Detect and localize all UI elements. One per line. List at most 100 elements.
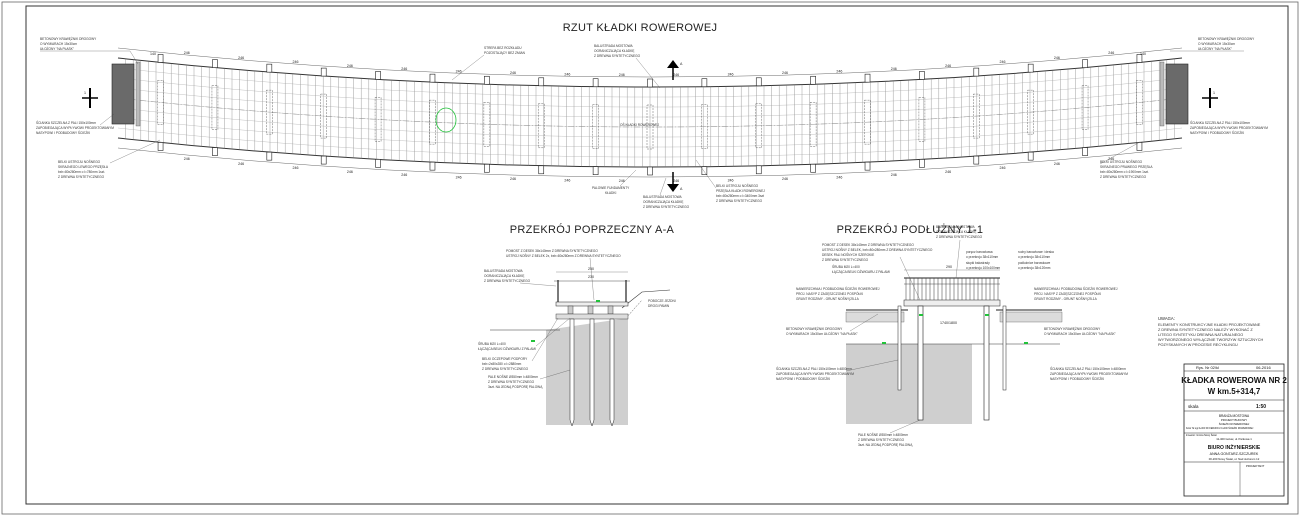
- span-dim-top: 246: [401, 67, 407, 71]
- cross-note-bolt: ŚRUBA M20 L=400 ŁĄCZĄCA BELKI DŹWIGARU Z…: [478, 317, 571, 351]
- svg-text:bxh=80x280mm o l=780mm 1szt.: bxh=80x280mm o l=780mm 1szt.: [58, 170, 105, 174]
- svg-text:LITEGO SYNTETYKU DREWNA NATURA: LITEGO SYNTETYKU DREWNA NATURALNEGO: [1158, 333, 1243, 337]
- rail-post-top: [647, 78, 653, 88]
- bridge-plan: 2462462462462462462462462462462462462462…: [82, 47, 1218, 192]
- svg-text:o przekroju 38x120mm: o przekroju 38x120mm: [1018, 266, 1051, 270]
- span-dim-bottom: 246: [836, 175, 842, 179]
- svg-text:ZAPOBIEGAJĄCA WYPŁYWOWI PROJEK: ZAPOBIEGAJĄCA WYPŁYWOWI PROJEKTOWANYM: [1050, 372, 1128, 376]
- span-dim-top: 246: [293, 60, 299, 64]
- stage-2: PROJEKT BUDOWY: [1221, 418, 1247, 422]
- drawing-title-line2: W km.5+314,7: [1208, 387, 1261, 396]
- plan-dim-line-top: [117, 47, 1183, 78]
- svg-text:PALE NOŚNE Ø350mm l=4800mm: PALE NOŚNE Ø350mm l=4800mm: [858, 432, 908, 437]
- section-marker-A-top: A: [667, 60, 683, 80]
- cross-note-slope: POBOCZE JEZDNI DROGI PAMIN: [648, 299, 676, 308]
- span-dim-top: 246: [347, 64, 353, 68]
- deck-stringer: [117, 67, 1183, 98]
- long-green-mark-2: [985, 314, 989, 316]
- cross-pile-left: [569, 318, 575, 427]
- long-note-top-left: POMOST Z DESEK 38x140mm Z DREWNA SYNTETY…: [822, 243, 933, 301]
- svg-text:USTROJ NOŚNY Z BELEK 2x, bxh=8: USTROJ NOŚNY Z BELEK 2x, bxh=80x280mm Z …: [506, 253, 621, 258]
- span-dim-top: 246: [999, 60, 1005, 64]
- cross-dim-top2: 230: [588, 275, 594, 279]
- svg-text:UŁOŻONY "NA PŁASK": UŁOŻONY "NA PŁASK": [40, 46, 74, 51]
- rail-post-top: [1082, 59, 1088, 68]
- span-dim-top: 246: [619, 73, 625, 77]
- pile-support: [374, 97, 382, 142]
- svg-text:Z DREWNA SYNTETYCZNEGO: Z DREWNA SYNTETYCZNEGO: [716, 199, 763, 203]
- svg-text:DESEK PALI NOŚNYCH SZEROKIE: DESEK PALI NOŚNYCH SZEROKIE: [822, 252, 874, 257]
- cross-green-mark-2: [596, 300, 600, 302]
- long-note-top-mid: BALUSTRADA MOSTOWA OGRANICZAJĄCA KŁADKĘ …: [936, 225, 983, 279]
- pile-support: [592, 104, 599, 149]
- plan-axis-label: OŚ KŁADKI ROWEROWEJ: [620, 122, 660, 127]
- title-block: Rys. Nr 02/kl 06-2016 KŁADKA ROWEROWA NR…: [1181, 363, 1287, 497]
- svg-text:O WYMIARACH 15x30cm: O WYMIARACH 15x30cm: [1198, 42, 1235, 46]
- pile-support: [1027, 89, 1034, 135]
- long-fill-left: [845, 311, 905, 323]
- svg-text:1: 1: [1213, 91, 1215, 95]
- plan-note-right-mid: ŚCIANKA SZCZELNA Z PALI 150x100mm ZAPOBI…: [1190, 120, 1268, 135]
- svg-text:SKRAJNEGO LEWEGO PRZĘSŁA: SKRAJNEGO LEWEGO PRZĘSŁA: [58, 165, 109, 169]
- rail-post-top: [266, 63, 273, 73]
- svg-text:NASYPOWI I PODBUDOWY ŚCIEŻKI: NASYPOWI I PODBUDOWY ŚCIEŻKI: [36, 130, 90, 135]
- cross-beam-mid: [587, 305, 594, 315]
- deck-stringer: [117, 117, 1183, 148]
- cross-ground-fill: [546, 318, 628, 425]
- rail-post-top: [538, 77, 545, 87]
- plan-end-dim-left: 140: [150, 52, 156, 56]
- rail-post-top: [755, 77, 762, 87]
- rail-post-bottom: [919, 159, 925, 168]
- span-dim-top: 246: [564, 72, 570, 76]
- deck-stringer: [117, 107, 1183, 138]
- svg-text:KŁADKI: KŁADKI: [605, 191, 616, 195]
- long-dim-top: 290: [946, 265, 952, 269]
- rail-post-bottom: [864, 161, 871, 171]
- svg-text:podłużnice barowkowe: podłużnice barowkowe: [1018, 261, 1050, 265]
- svg-text:PALE NOŚNE Ø350mm l=4800mm: PALE NOŚNE Ø350mm l=4800mm: [488, 374, 538, 379]
- pile-support: [538, 103, 545, 148]
- long-dim-span: 1740/1800: [940, 321, 957, 325]
- cross-note-top: POMOST Z DESEK 38x140mm Z DREWNA SYNTETY…: [506, 249, 621, 301]
- pile-support: [918, 97, 926, 142]
- svg-text:ŚCIANKA SZCZELNA Z PALI 150x10: ŚCIANKA SZCZELNA Z PALI 150x100mm l=4800…: [1050, 366, 1126, 371]
- remarks-heading: UWAGA:: [1158, 316, 1175, 321]
- long-pile-right: [983, 305, 990, 421]
- rail-post-top: [864, 73, 871, 83]
- span-dim-bottom: 246: [945, 170, 951, 174]
- svg-text:WYTWORZONEGO WYŁĄCZNIE TWORZYW: WYTWORZONEGO WYŁĄCZNIE TWORZYW SZTUCZNYC…: [1158, 338, 1263, 342]
- rail-post-top: [484, 75, 490, 85]
- deck-stringer: [117, 77, 1183, 108]
- span-dim-top: 246: [945, 64, 951, 68]
- pile-support: [1081, 85, 1089, 130]
- svg-text:Z DREWNA SYNTETYCZNEGO: Z DREWNA SYNTETYCZNEGO: [858, 438, 905, 442]
- svg-text:BETONOWY KRAWĘŻNIK DROGOWY: BETONOWY KRAWĘŻNIK DROGOWY: [786, 326, 843, 331]
- long-pile-left: [917, 305, 924, 421]
- pile-support: [755, 103, 762, 148]
- curb-right: [1159, 61, 1165, 127]
- curb-left: [135, 61, 141, 127]
- span-dim-bottom: 246: [510, 177, 516, 181]
- long-note-top-far-right: ruchy barowkowe i deska o przekroju 38x1…: [1018, 250, 1054, 270]
- svg-text:A: A: [680, 187, 683, 191]
- rail-post-top: [919, 71, 925, 80]
- svg-text:O WYMIARACH 15x30cm: O WYMIARACH 15x30cm: [40, 42, 77, 46]
- span-dim-bottom: 246: [619, 179, 625, 183]
- span-dim-bottom: 246: [347, 170, 353, 174]
- long-note-top-right: poręcz barowkowa o przekroju 38x110mm sł…: [966, 250, 1001, 270]
- plan-deck-planks: [117, 58, 1183, 167]
- rail-post-bottom: [157, 142, 164, 151]
- svg-text:GRUNT RODZIMY - GRUNT NOŚNY(25: GRUNT RODZIMY - GRUNT NOŚNY(25-1A: [1034, 296, 1098, 301]
- inner-frame: [25, 5, 1289, 505]
- svg-text:POMOST Z DESEK 38x140mm Z DREW: POMOST Z DESEK 38x140mm Z DREWNA SYNTETY…: [506, 249, 598, 253]
- cross-note-beam: BELKI OCZEPOWE PODPORY bxh=2x80x280 o l=…: [482, 317, 559, 371]
- long-note-left: NAWIERZCHNIA I PODBUDOWA ŚCIEŻKI ROWEROW…: [796, 286, 880, 301]
- plan-note-right-bottom: BELKI USTROJU NOŚNEGO SKRAJNEGO PRAWEGO …: [1099, 141, 1153, 179]
- svg-text:3szt. NA JEDNĄ PODPORĘ PALOWĄ: 3szt. NA JEDNĄ PODPORĘ PALOWĄ: [488, 385, 543, 389]
- svg-text:O WYMIARACH 15x30cm UŁOŻONY "N: O WYMIARACH 15x30cm UŁOŻONY "NA PŁASK": [786, 331, 858, 336]
- rail-post-bottom: [701, 166, 708, 175]
- long-sheetwall-right: [1002, 305, 1007, 391]
- pile-support: [483, 102, 491, 147]
- svg-text:SKRAJNEGO PRAWEGO PRZĘSŁA: SKRAJNEGO PRAWEGO PRZĘSŁA: [1100, 165, 1153, 169]
